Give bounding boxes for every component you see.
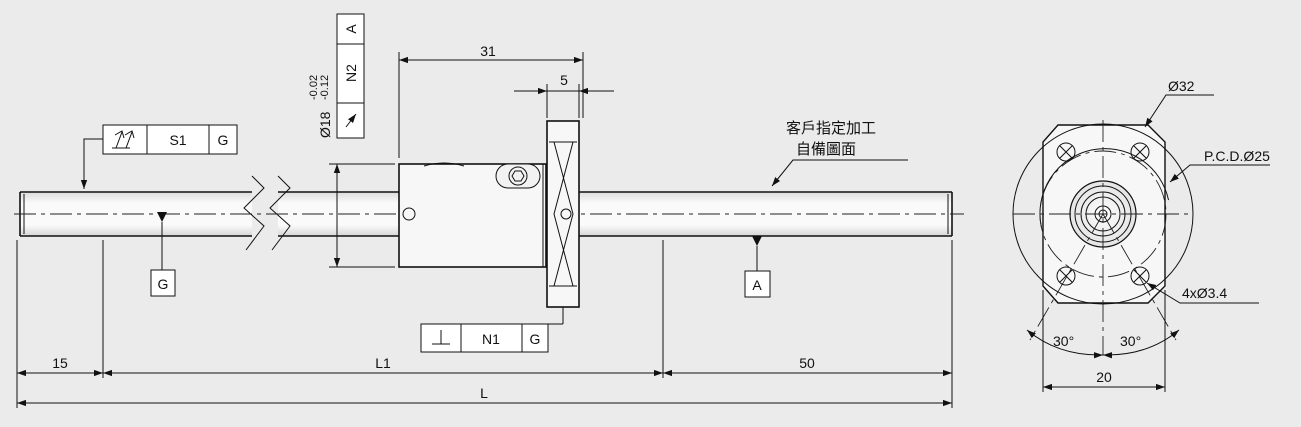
- angle-dimensions: 30° 30°: [1026, 329, 1180, 359]
- datum-triangle-icon: [752, 236, 762, 246]
- holes-label: 4xØ3.4: [1182, 285, 1227, 301]
- bottom-dimensions: 15 L1 50 L: [16, 240, 953, 408]
- shaft-runout-frame: S1 G: [80, 124, 238, 189]
- flange-thickness-dimension: 5: [514, 72, 614, 118]
- total-runout-arrows-icon: [112, 130, 135, 149]
- nut-diameter-label: Ø18: [317, 111, 333, 138]
- perp-frame-datum: G: [530, 331, 541, 347]
- datum-g: G: [150, 212, 176, 297]
- customer-note: 客戶指定加工 自備圖面: [771, 120, 908, 187]
- bolt-holes: [1056, 142, 1150, 286]
- shaft-break-lines: [243, 175, 291, 251]
- perpendicularity-frame: N1 G: [420, 307, 564, 353]
- circular-runout-arrow-icon: [345, 113, 357, 128]
- left-end-label: 15: [52, 355, 68, 371]
- flange-width-dimension: 20: [1042, 290, 1166, 392]
- flange-end-view: [1012, 120, 1194, 355]
- perpendicularity-icon: [432, 330, 450, 345]
- nut-tolerance-upper: -0.02: [308, 75, 320, 100]
- nut-flange: [546, 120, 580, 308]
- middle-label: L1: [375, 355, 391, 371]
- nut-length-label: 31: [480, 43, 496, 59]
- hex-socket-icon: [495, 163, 541, 189]
- nut-diameter-dimension: Ø18 -0.02 -0.12: [308, 75, 395, 268]
- nut-frame-value: N2: [343, 64, 359, 82]
- right-end-label: 50: [799, 355, 815, 371]
- nut-tolerance-lower: -0.12: [319, 75, 331, 100]
- holes-leader: 4xØ3.4: [1146, 282, 1259, 304]
- shaft-frame-value: S1: [169, 132, 186, 148]
- datum-g-label: G: [158, 276, 169, 292]
- flange-od-label: Ø32: [1168, 78, 1195, 94]
- shaft-frame-datum: G: [218, 132, 229, 148]
- pcd-leader: P.C.D.Ø25: [1169, 148, 1270, 183]
- nut-length-dimension: 31: [398, 43, 584, 158]
- angle-right-label: 30°: [1120, 333, 1141, 349]
- angle-left-label: 30°: [1053, 333, 1074, 349]
- nut-runout-frame: A N2: [336, 13, 365, 139]
- note-line-1: 客戶指定加工: [786, 120, 876, 137]
- nut-frame-datum: A: [343, 24, 359, 34]
- datum-a: A: [744, 236, 771, 298]
- pcd-label: P.C.D.Ø25: [1204, 148, 1270, 164]
- flange-thickness-label: 5: [560, 72, 568, 88]
- datum-a-label: A: [752, 277, 762, 293]
- flange-od-leader: Ø32: [1144, 78, 1214, 128]
- overall-label: L: [480, 385, 488, 401]
- perp-frame-value: N1: [482, 331, 500, 347]
- datum-triangle-icon: [157, 212, 167, 222]
- flange-width-label: 20: [1096, 369, 1112, 385]
- note-line-2: 自備圖面: [796, 141, 856, 158]
